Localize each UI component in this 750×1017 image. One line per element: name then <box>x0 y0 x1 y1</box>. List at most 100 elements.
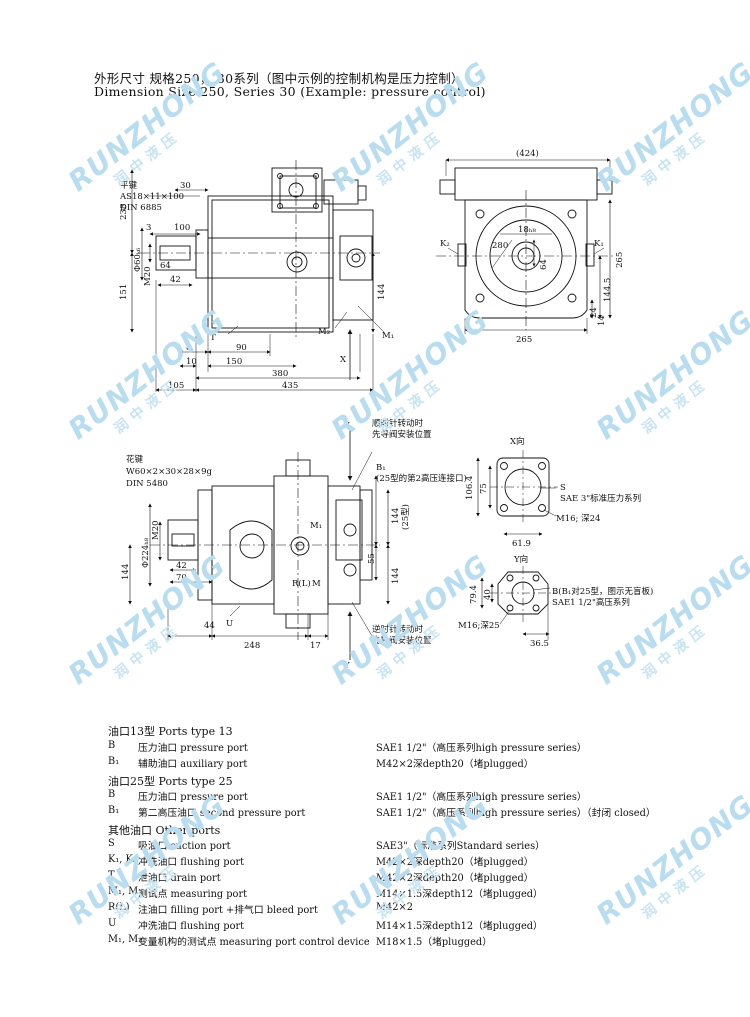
port-row: B 压力油口 pressure port SAE1 1/2"（高压系列high … <box>108 789 728 805</box>
dim-144-lower: 144 <box>391 568 401 584</box>
dim-3: 3 <box>146 223 151 233</box>
spline-label-cn: 花键 <box>126 454 144 465</box>
key-spec: AS18×11×100 <box>119 192 184 202</box>
dim-60: Φ60ₖ₆ <box>133 247 143 272</box>
port-desc: 压力油口 pressure port <box>138 743 248 754</box>
dim-435: 435 <box>282 381 298 391</box>
dim-424: (424) <box>516 148 539 159</box>
port-desc: 变量机构的测试点 measuring port control device <box>138 937 370 948</box>
dim-144-upper: 144 <box>391 508 401 524</box>
dim-42-v2: 42 <box>176 561 187 571</box>
port-spec: SAE1 1/2"（高压系列high pressure series） <box>376 792 587 803</box>
label-U: U <box>226 619 233 629</box>
port-code: B₁ <box>108 805 120 816</box>
port-code: K₁, K₂ <box>108 854 137 865</box>
dim-224: Φ224ₕ₈ <box>141 537 151 568</box>
label-M: M <box>312 579 321 589</box>
port-desc: 冲洗油口 flushing port <box>138 857 245 868</box>
dim-265-bottom: 265 <box>516 335 532 345</box>
port-row: M₁, M₂ 变量机构的测试点 measuring port control d… <box>108 934 728 950</box>
label-K1: K₁ <box>594 239 604 249</box>
dim-105: 105 <box>168 381 184 391</box>
port-row: U 冲洗油口 flushing port M14×1.5深depth12（堵pl… <box>108 918 728 934</box>
port-row: B₁ 辅助油口 auxiliary port M42×2深depth20（堵pl… <box>108 756 728 772</box>
view-x-suction-flange <box>476 450 558 536</box>
s-note: SAE 3"标准压力系列 <box>560 493 641 504</box>
ports-section-13: 油口13型 Ports type 13 <box>108 725 233 738</box>
port-desc: 辅助油口 auxiliary port <box>138 759 248 770</box>
label-RL: R(L) <box>292 578 311 589</box>
dim-100: 100 <box>174 223 190 233</box>
dim-8: 8 <box>186 343 191 353</box>
key-label-cn: 平键 <box>120 180 138 191</box>
dim-150: 150 <box>226 357 242 367</box>
port-spec: M18×1.5（堵plugged） <box>376 937 493 948</box>
ccw-note-2: 先导阀安装位置 <box>372 635 432 646</box>
port-desc: 第二高压油口 second pressure port <box>138 808 306 819</box>
spline-spec: W60×2×30×28×9g <box>126 467 212 477</box>
dim-144-left: 144 <box>121 564 131 580</box>
port-code: M₁, M₂ <box>108 934 143 945</box>
dim-248: 248 <box>244 641 260 651</box>
label-Y-top: Y <box>343 421 350 431</box>
port-spec: SAE1 1/2"（高压系列high pressure series）（封闭 c… <box>376 808 656 819</box>
port-code: B₁ <box>108 756 120 767</box>
dim-64: 64 <box>160 261 171 271</box>
dim-265-right: 265 <box>615 252 625 268</box>
port-code: R(L) <box>108 902 130 913</box>
port-row: R(L) 注油口 filling port +排气口 bleed port M4… <box>108 902 728 918</box>
port-code: B <box>108 789 116 800</box>
cw-note-1: 顺时针转动时 <box>372 418 424 429</box>
dim-30: 30 <box>180 181 191 191</box>
port-code: T <box>108 870 115 881</box>
port-code: U <box>108 918 117 929</box>
port-row: T 泄油口 drain port M42×2深depth20（堵plugged） <box>108 870 728 886</box>
dim-238: 238 <box>119 204 129 220</box>
dim-24: 24 <box>589 307 599 318</box>
dim-64-side: 64 <box>539 259 549 270</box>
port-code: M₁, M₂ <box>108 886 143 897</box>
dim-75: 75 <box>479 483 489 494</box>
dim-18: 18ₕ₈ <box>518 225 536 235</box>
view-front-size250 <box>130 160 385 392</box>
label-B1: B₁ <box>376 463 386 473</box>
port-desc: 吸油口 suction port <box>138 841 231 852</box>
port-row: S 吸油口 suction port SAE3"（标准系列Standard se… <box>108 838 728 854</box>
dim-144-5: 144.5 <box>603 278 613 302</box>
dim-40: 40 <box>483 589 493 600</box>
dim-144: 144 <box>377 284 387 300</box>
dim-42: 42 <box>170 275 181 285</box>
dim-380: 380 <box>272 369 288 379</box>
y-view-title: Y向 <box>513 554 528 565</box>
port-row: B 压力油口 pressure port SAE1 1/2"（高压系列high … <box>108 740 728 756</box>
label-T: T <box>210 333 216 343</box>
port-spec: M42×2 <box>376 902 413 913</box>
title-english: Dimension Size 250, Series 30 (Example: … <box>94 84 486 99</box>
port-desc: 注油口 filling port +排气口 bleed port <box>138 905 318 916</box>
label-S: S <box>560 483 566 493</box>
b-note: B(B₁对25型，图示无盲板) <box>552 586 653 597</box>
dim-M20-v2: M20 <box>151 520 161 540</box>
dim-44: 44 <box>204 621 215 631</box>
port-spec: M14×1.5深depth12（堵plugged） <box>376 889 543 900</box>
port-spec: SAE1 1/2"（高压系列high pressure series） <box>376 743 587 754</box>
dim-106-4: 106.4 <box>465 476 475 500</box>
dim-17: 17 <box>310 641 321 651</box>
port-spec: M42×2深depth20（堵plugged） <box>376 873 534 884</box>
port-spec: M42×2深depth20（堵plugged） <box>376 759 534 770</box>
dim-70: 70 <box>176 573 187 583</box>
ccw-note-1: 逆时针转动时 <box>372 624 424 635</box>
port-row: M₁, M₂ 测试点 measuring port M14×1.5深depth1… <box>108 886 728 902</box>
b1-note: (25型的第2高压连接口) <box>376 473 467 484</box>
label-Y-bottom: Y <box>343 661 350 671</box>
dim-280: 280 <box>492 241 508 251</box>
port-desc: 测试点 measuring port <box>138 889 248 900</box>
dim-90: 90 <box>236 343 247 353</box>
dim-25type: (25型) <box>400 504 411 530</box>
dim-14: 14 <box>597 315 607 326</box>
view-top-size250 <box>128 430 390 660</box>
label-M2: M₂ <box>318 327 330 337</box>
dimension-labels: 平键 AS18×11×100 DIN 6885 30 238 3 100 Φ60… <box>119 148 653 671</box>
port-spec: SAE3"（标准系列Standard series） <box>376 841 545 852</box>
dim-61-9: 61.9 <box>512 539 531 549</box>
